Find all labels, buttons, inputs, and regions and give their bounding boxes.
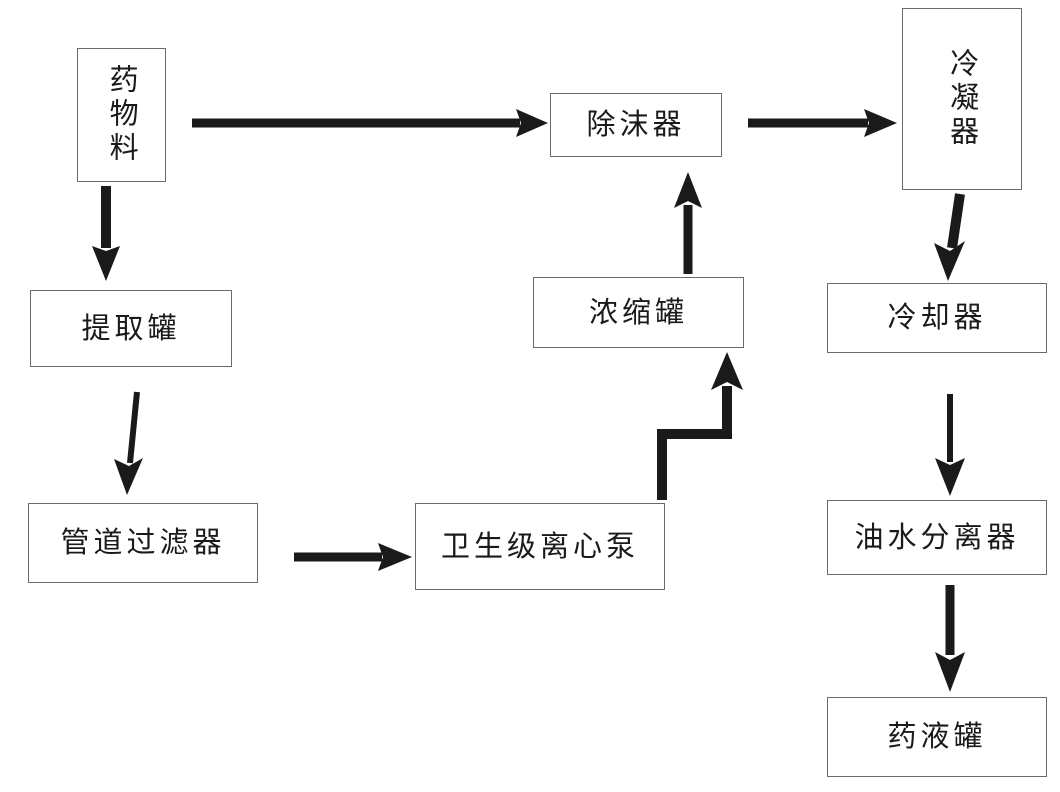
- node-pipeline-filter-label: 管道过滤器: [60, 525, 226, 560]
- node-pipeline-filter[interactable]: 管道过滤器: [28, 503, 258, 583]
- node-extraction-tank[interactable]: 提取罐: [30, 290, 232, 367]
- node-drug-material-label: 药物料: [105, 64, 140, 166]
- node-cooler-label: 冷却器: [887, 300, 987, 335]
- node-defoamer-label: 除沫器: [586, 107, 686, 142]
- connector-condenser-to-cooler: [934, 193, 965, 281]
- node-concentration-tank-label: 浓缩罐: [588, 294, 688, 329]
- connector-oil-water-separator-to-liquid-medicine-tank: [935, 585, 965, 692]
- node-liquid-medicine-tank-label: 药液罐: [887, 719, 987, 754]
- node-defoamer[interactable]: 除沫器: [550, 93, 722, 157]
- connector-drug-material-to-extraction-tank: [92, 186, 120, 281]
- node-liquid-medicine-tank[interactable]: 药液罐: [827, 697, 1047, 777]
- connector-pipeline-filter-to-pump: [294, 543, 412, 571]
- node-cooler[interactable]: 冷却器: [827, 283, 1047, 353]
- node-oil-water-separator[interactable]: 油水分离器: [827, 500, 1047, 575]
- connector-concentration-tank-to-defoamer: [674, 172, 702, 274]
- connector-cooler-to-oil-water-separator: [935, 394, 965, 496]
- connector-pump-to-concentration-tank: [657, 352, 743, 500]
- connector-drug-material-to-defoamer: [192, 109, 548, 137]
- node-condenser-label: 冷凝器: [945, 48, 980, 150]
- node-oil-water-separator-label: 油水分离器: [854, 519, 1020, 554]
- node-extraction-tank-label: 提取罐: [81, 310, 181, 345]
- connector-extraction-tank-to-pipeline-filter: [114, 391, 143, 495]
- connector-defoamer-to-condenser: [748, 109, 897, 137]
- node-sanitary-centrifugal-pump[interactable]: 卫生级离心泵: [415, 503, 665, 590]
- node-condenser[interactable]: 冷凝器: [902, 8, 1022, 190]
- node-drug-material[interactable]: 药物料: [77, 48, 166, 182]
- node-concentration-tank[interactable]: 浓缩罐: [533, 277, 744, 348]
- node-sanitary-centrifugal-pump-label: 卫生级离心泵: [440, 528, 639, 563]
